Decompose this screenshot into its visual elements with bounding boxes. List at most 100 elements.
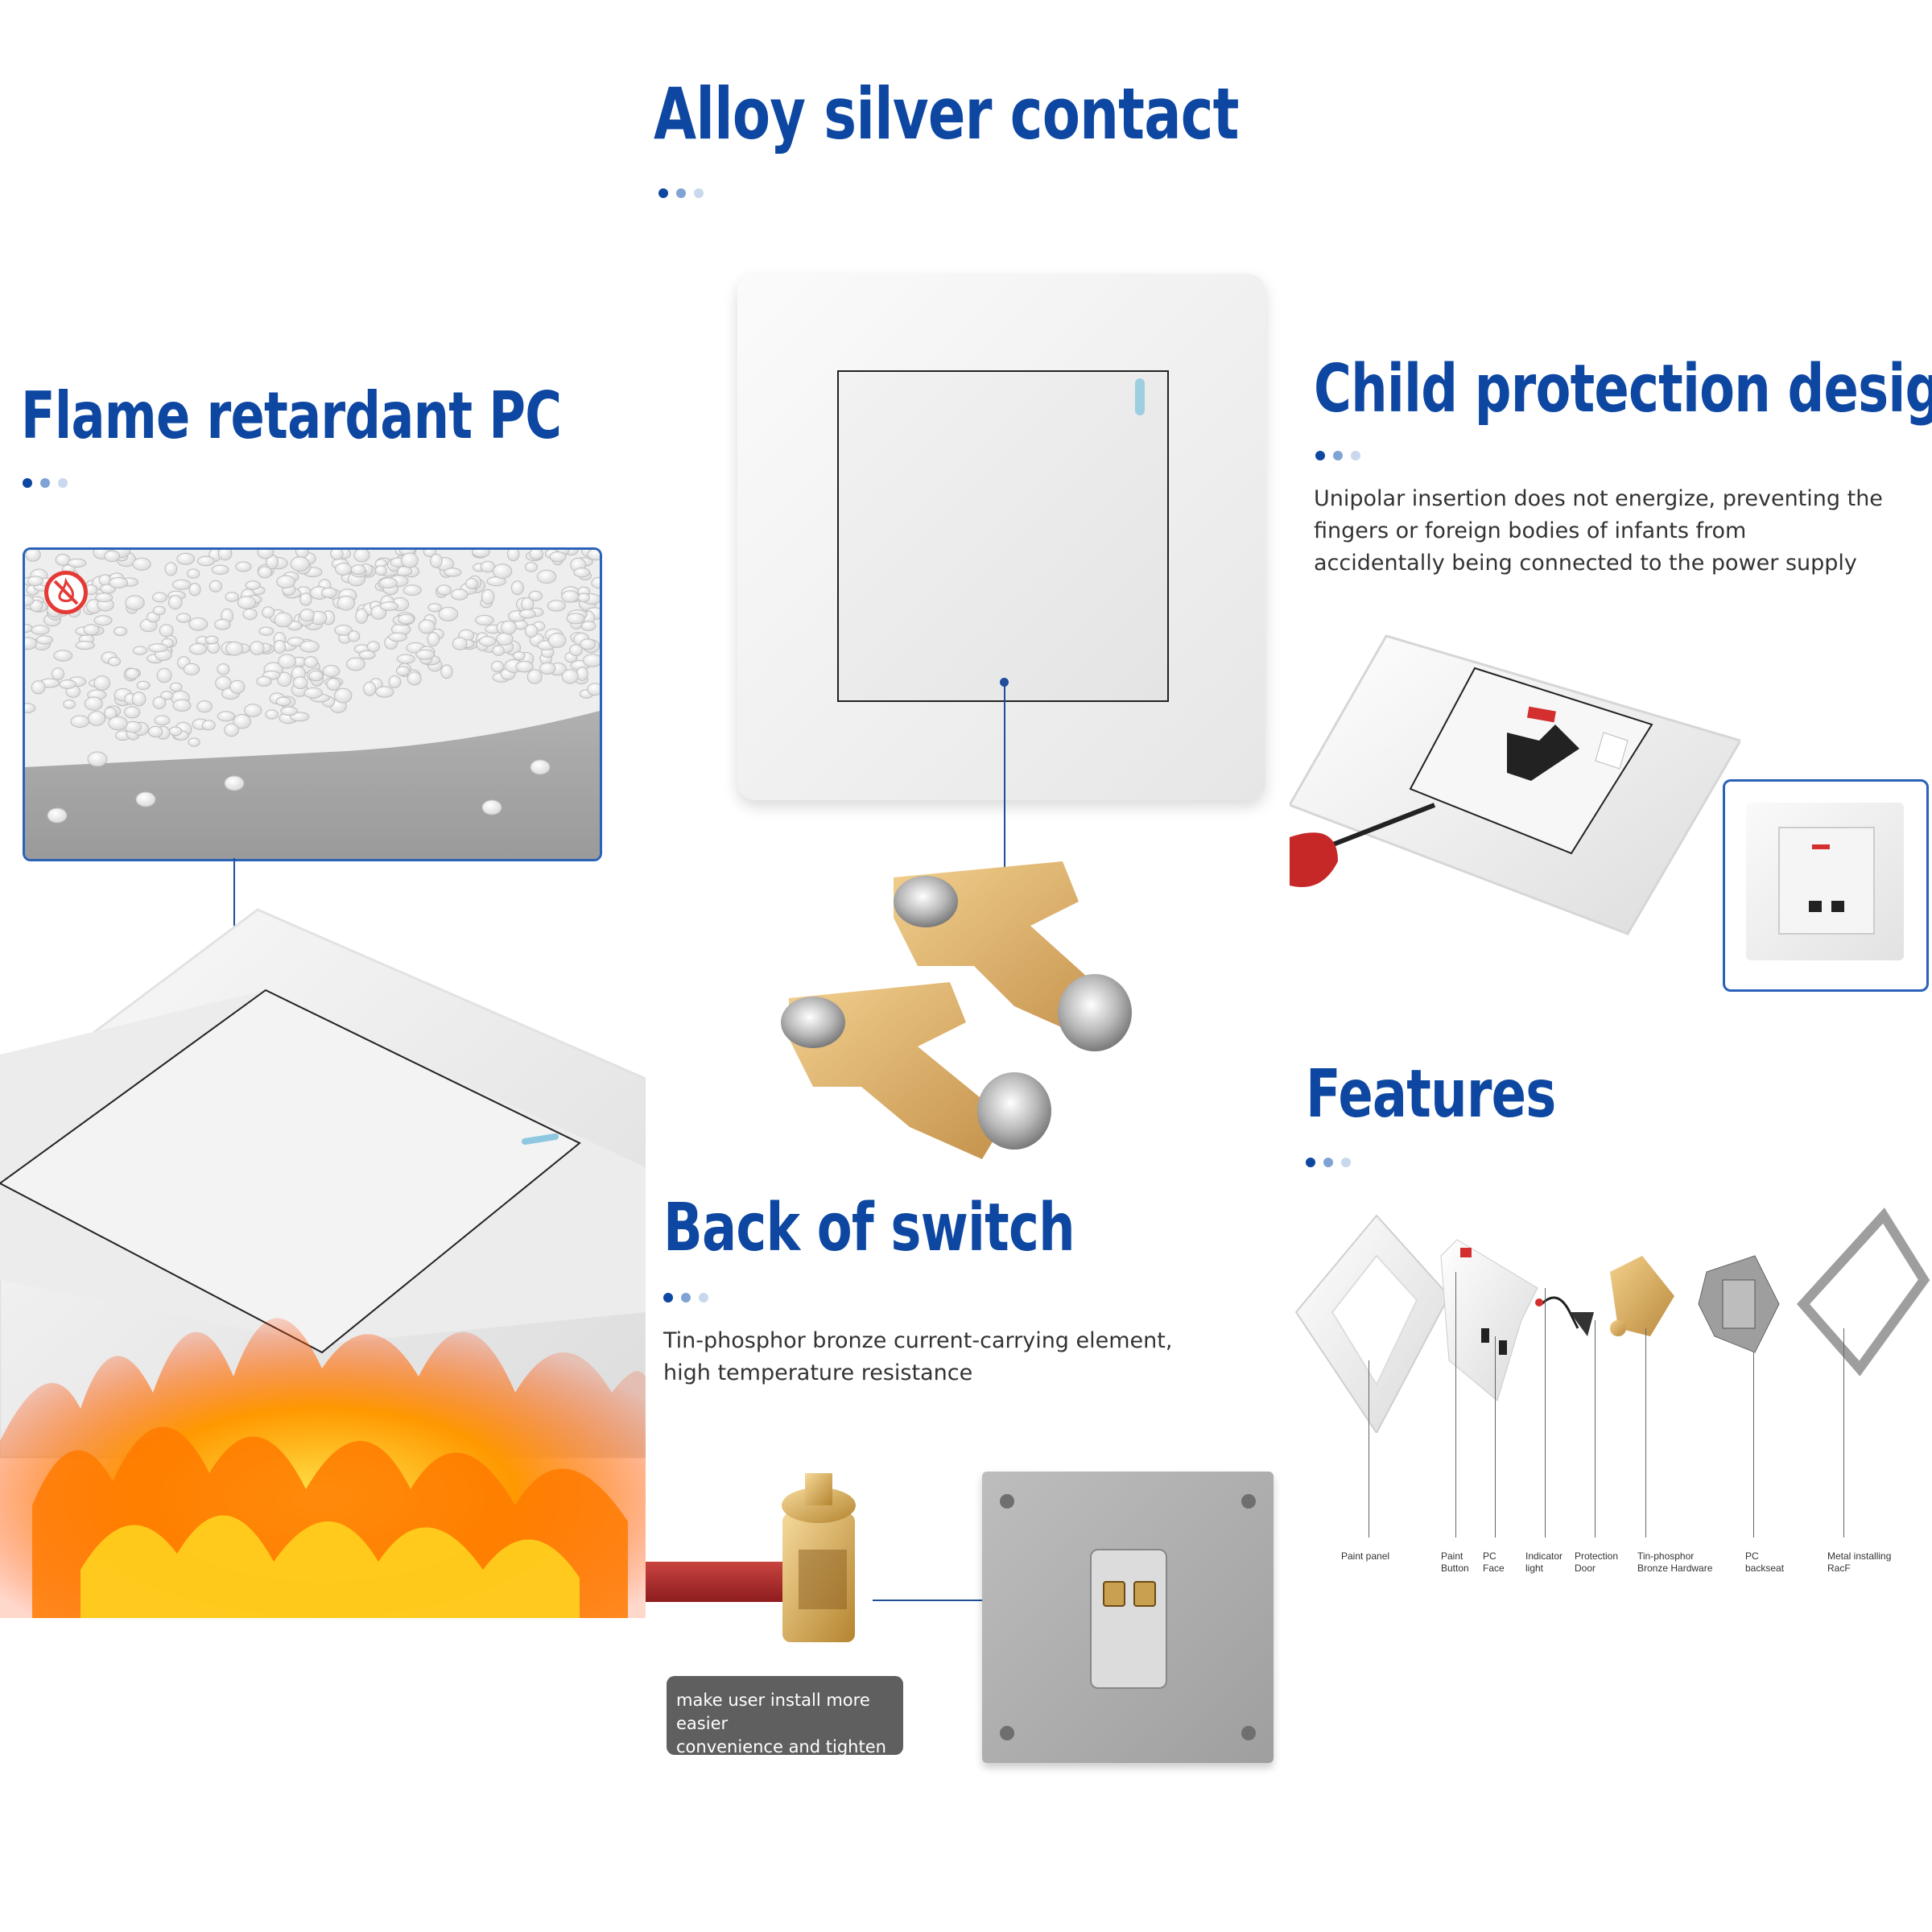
pc-pellet [490,660,505,673]
pc-pellet [526,669,543,684]
pc-pellet [244,704,262,717]
pc-pellet [355,608,369,624]
pc-pellet [524,562,538,572]
pc-pellet [217,663,230,675]
pc-pellet [51,667,65,681]
install-note-badge: make user install more easier convenienc… [667,1676,903,1757]
pc-pellet [156,667,172,683]
pc-pellet [147,643,168,653]
switch-rocker [837,370,1169,702]
wall-switch-front [737,274,1265,800]
heading-dots [1315,451,1360,460]
pc-pellet [245,580,261,590]
feature-leader-line [1595,1320,1596,1538]
socket-inner-frame [1778,827,1875,935]
pc-pellet [326,678,341,691]
pc-pellet [475,614,494,625]
pc-pellet [388,675,402,688]
pc-pellet [124,706,141,719]
pc-pellet [87,751,108,767]
heading-dots [1306,1158,1351,1167]
pc-pellet [566,613,585,625]
pc-pellet [303,656,318,668]
pc-pellet [224,775,245,791]
pc-pellet [299,609,315,622]
pc-pellet [348,630,361,642]
pc-pellet [478,636,497,647]
callout-dot [1000,678,1009,687]
pc-pellet [436,584,452,596]
pc-pellet [53,650,73,662]
pc-pellet [25,595,35,606]
pc-pellet [188,617,208,631]
heading-child-protection: Child protection design [1314,351,1932,427]
pc-pellet [521,597,535,611]
pc-pellet [108,656,121,667]
pc-pellet [530,759,551,775]
pc-pellet [492,564,513,579]
pc-pellet [379,601,399,611]
pc-pellet [290,712,310,722]
pc-pellet [577,592,590,603]
pc-pellet [258,626,275,636]
pc-pellet [481,588,495,605]
pc-pellet [208,580,222,592]
pc-pellet [379,577,398,588]
pc-pellet [225,592,239,602]
pc-pellet [25,550,41,562]
pc-pellet [229,679,246,694]
pc-pellet [31,680,46,695]
feature-leader-line [1843,1328,1844,1538]
pc-pellet [262,606,275,618]
pc-pellet [350,564,366,576]
pc-pellet [418,619,436,634]
pc-pellet [427,603,442,613]
pc-pellet [84,696,103,711]
pc-pellet [451,588,469,601]
pc-pellet [187,568,200,579]
feature-leader-line [1455,1272,1456,1538]
pc-pellet [561,590,580,603]
heading-dots [23,478,68,488]
terminal-screw [1103,1581,1125,1607]
heading-dots [658,188,704,198]
pc-pellet [334,625,353,636]
callout-line [1004,681,1005,890]
mounting-hole [1000,1494,1014,1509]
pc-pellet [547,633,567,648]
socket-back-thumbnail [1746,803,1904,960]
pc-pellet [407,671,422,686]
pc-pellet [415,649,436,660]
pc-pellet [278,654,297,669]
child-protection-description: Unipolar insertion does not energize, pr… [1314,486,1883,576]
pc-pellet [160,691,174,700]
exploded-view-illustration [1294,1208,1930,1433]
pc-pellet [125,667,140,680]
pc-pellet [580,638,596,650]
pc-pellet [250,641,265,655]
pc-pellet [464,577,478,590]
pc-pellet [25,703,36,714]
pc-pellet [154,715,171,726]
pc-pellet [472,550,490,558]
feature-leader-line [1645,1328,1646,1538]
socket-back-inset [1723,779,1929,992]
feature-leader-line [1495,1336,1496,1538]
pc-pellet [31,625,50,635]
pc-pellet [168,595,183,610]
pc-pellet [63,700,76,709]
pc-pellet [88,711,106,726]
pc-pellet [25,637,37,650]
pc-pellet [501,620,517,635]
switch-back-photo [982,1472,1274,1763]
feature-label-paint-panel: Paint panel [1341,1550,1390,1562]
heading-features: Features [1306,1056,1556,1133]
pc-pellet [196,555,215,567]
screw-terminal-with-wire [646,1473,856,1642]
pc-pellet [258,566,273,579]
pc-pellet [375,686,394,698]
pc-pellet [67,558,87,568]
pc-pellet [303,687,324,699]
pc-pellet [217,550,233,561]
pc-pellet [496,632,514,646]
